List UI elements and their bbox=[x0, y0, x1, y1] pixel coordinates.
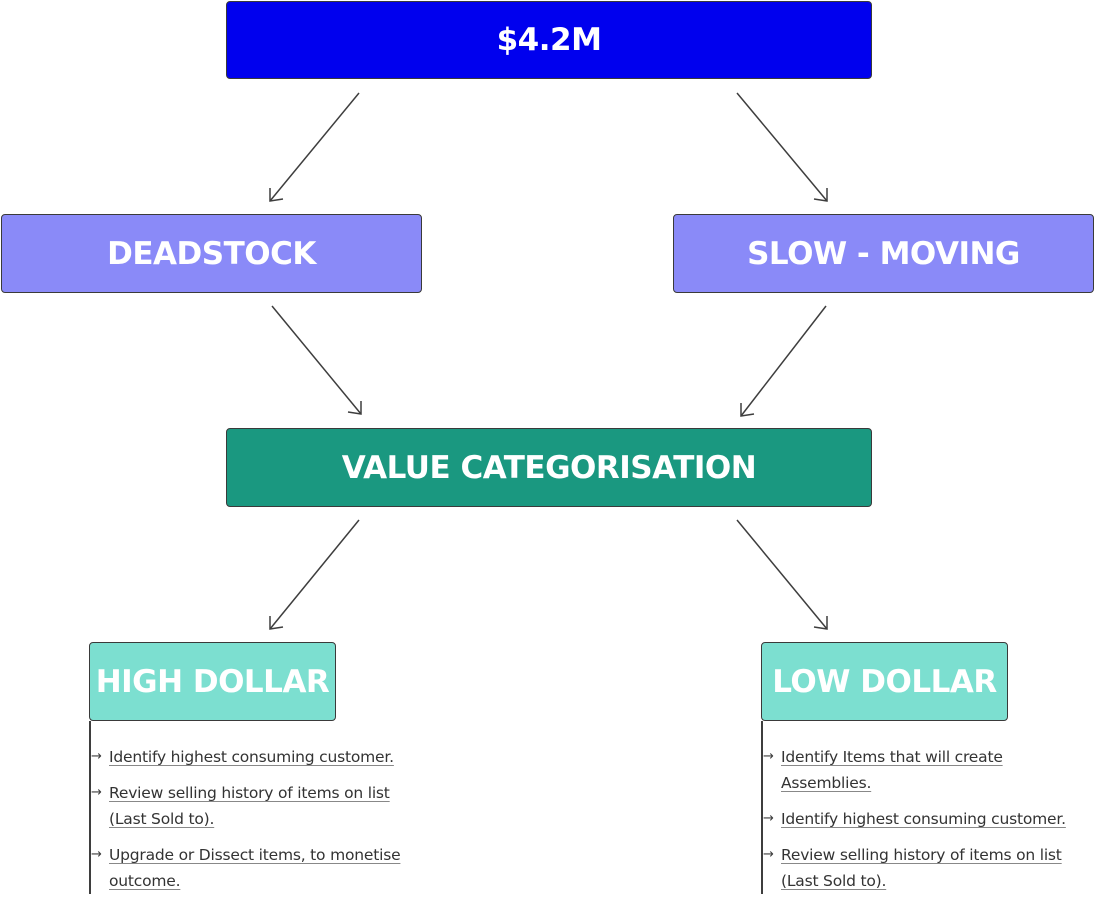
low-dollar-task-list: → Identify Items that will create Assemb… bbox=[763, 744, 1096, 904]
total-value-node[interactable]: $4.2M bbox=[226, 1, 872, 79]
arrow-top-to-slow-moving bbox=[736, 92, 828, 202]
slow-moving-node[interactable]: SLOW - MOVING bbox=[673, 214, 1094, 293]
task-item[interactable]: → Review selling history of items on lis… bbox=[763, 842, 1096, 894]
low-dollar-task-connector bbox=[761, 721, 763, 894]
task-text: Upgrade or Dissect items, to monetise ou… bbox=[109, 846, 401, 890]
task-text: Review selling history of items on list … bbox=[781, 846, 1062, 890]
arrow-right-icon: → bbox=[91, 785, 102, 800]
deadstock-node[interactable]: DEADSTOCK bbox=[1, 214, 422, 293]
arrow-right-icon: → bbox=[763, 811, 774, 826]
task-text: Identify highest consuming customer. bbox=[109, 748, 394, 766]
task-text: Review selling history of items on list … bbox=[109, 784, 390, 828]
task-item[interactable]: → Identify highest consuming customer. bbox=[763, 806, 1096, 832]
value-categorisation-node[interactable]: VALUE CATEGORISATION bbox=[226, 428, 872, 507]
low-dollar-node[interactable]: LOW DOLLAR bbox=[761, 642, 1008, 721]
arrow-slow-moving-to-value bbox=[740, 305, 827, 417]
task-item[interactable]: → Identify Items that will create Assemb… bbox=[763, 744, 1096, 796]
task-item[interactable]: → Review selling history of items on lis… bbox=[91, 780, 411, 832]
arrow-value-to-low-dollar bbox=[736, 519, 828, 630]
arrow-right-icon: → bbox=[763, 749, 774, 764]
task-text: Identify Items that will create Assembli… bbox=[781, 748, 1003, 792]
arrow-top-to-deadstock bbox=[269, 92, 360, 202]
arrow-deadstock-to-value bbox=[271, 305, 362, 415]
arrow-right-icon: → bbox=[763, 847, 774, 862]
task-item[interactable]: → Upgrade or Dissect items, to monetise … bbox=[91, 842, 411, 894]
task-item[interactable]: → Identify highest consuming customer. bbox=[91, 744, 411, 770]
high-dollar-node[interactable]: HIGH DOLLAR bbox=[89, 642, 336, 721]
arrow-value-to-high-dollar bbox=[269, 519, 360, 630]
task-text: Identify highest consuming customer. bbox=[781, 810, 1066, 828]
arrow-right-icon: → bbox=[91, 749, 102, 764]
arrow-right-icon: → bbox=[91, 847, 102, 862]
high-dollar-task-connector bbox=[89, 721, 91, 894]
high-dollar-task-list: → Identify highest consuming customer. →… bbox=[91, 744, 411, 904]
